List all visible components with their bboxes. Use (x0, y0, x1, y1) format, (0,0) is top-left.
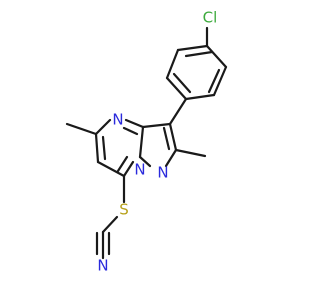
bond (165, 48, 180, 80)
bond (165, 76, 188, 101)
bond (65, 122, 98, 136)
chlorine-label: Cl (203, 9, 218, 27)
bond (184, 50, 214, 58)
bond (141, 122, 172, 129)
bond (168, 122, 178, 152)
bond (101, 215, 119, 234)
nitrogen-nitrile-label: N (97, 257, 108, 275)
bond (122, 160, 135, 178)
bond (96, 160, 126, 178)
bond (207, 68, 221, 94)
bond (168, 97, 188, 126)
bond (184, 93, 216, 101)
bond (172, 72, 192, 94)
bond (101, 135, 107, 161)
nitrogen-ring-top-label: N (112, 111, 123, 129)
molecule-structure: Cl N N N S N (65, 9, 228, 275)
atom-labels: Cl N N N S N (97, 9, 217, 275)
bond (116, 155, 129, 173)
bond (164, 148, 178, 168)
bond (162, 126, 171, 151)
bond (176, 44, 209, 52)
bond (138, 155, 152, 168)
nitrogen-ring-right-label: N (157, 164, 168, 182)
bond (94, 118, 112, 136)
bond (94, 132, 100, 164)
nitrogen-bridge-label: N (134, 161, 145, 179)
bond (138, 125, 145, 159)
bond (122, 126, 139, 136)
bond (174, 148, 207, 158)
bonds (65, 26, 228, 260)
bond (124, 118, 145, 129)
bond (212, 65, 228, 97)
bond (205, 44, 228, 69)
sulfur-label: S (119, 201, 129, 219)
